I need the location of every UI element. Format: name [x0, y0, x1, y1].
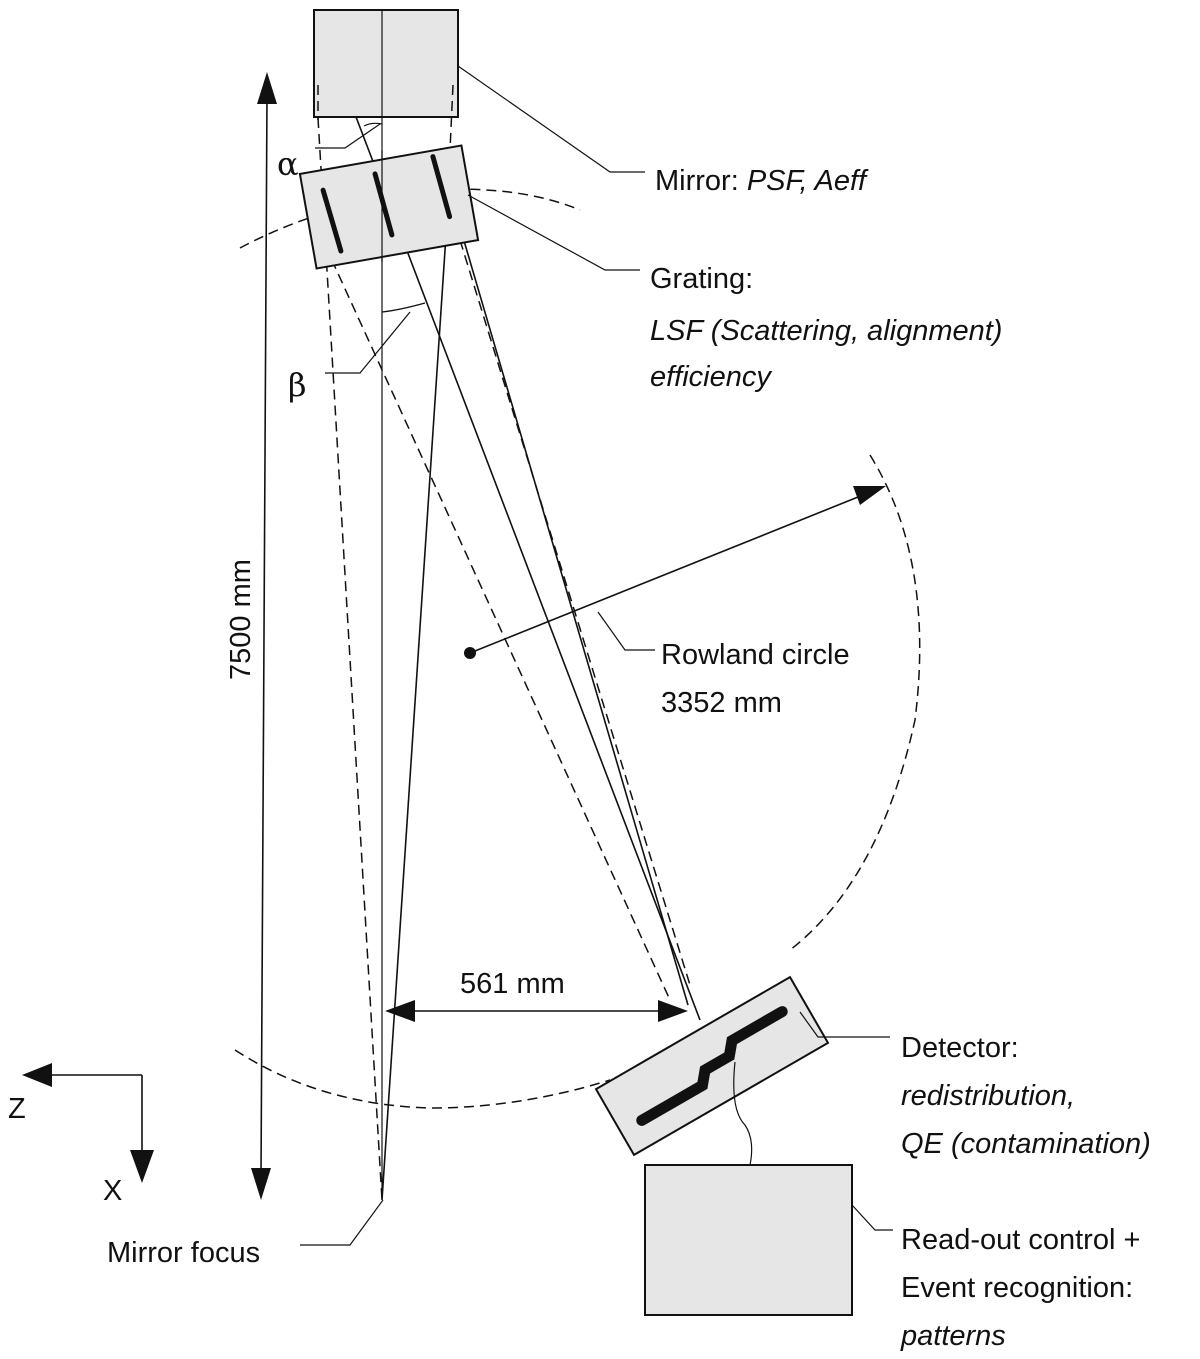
axis-x-arrowhead — [130, 1150, 154, 1183]
beta-leader — [325, 311, 411, 374]
grating-facet-1 — [320, 187, 344, 254]
detector-to-readout-cable — [733, 1061, 753, 1166]
diffracted-ray-solid — [454, 209, 689, 1006]
length-arrowhead-bottom — [251, 1168, 271, 1200]
length-dimension-line — [260, 94, 268, 1176]
axis-x-label: X — [103, 1175, 122, 1207]
readout-leader — [851, 1204, 893, 1231]
offset-arrowhead-right — [658, 1000, 688, 1022]
length-label: 7500 mm — [225, 559, 257, 680]
mirror-box — [313, 9, 459, 118]
grating-facet-2 — [372, 171, 395, 238]
detector-line-2: QE (contamination) — [901, 1128, 1151, 1160]
detector-box — [594, 975, 830, 1157]
focus-leader — [300, 1199, 384, 1246]
mirror-focus-label: Mirror focus — [107, 1237, 260, 1269]
detector-strip — [636, 1006, 788, 1126]
grating-leader — [467, 194, 640, 271]
mirror-ray-right-top — [449, 84, 454, 151]
readout-line-2: Event recognition: — [901, 1272, 1133, 1304]
beta-symbol: β — [288, 366, 307, 404]
alpha-leader — [315, 123, 381, 149]
readout-box — [644, 1164, 853, 1316]
rowland-radius-line — [469, 492, 869, 654]
rowland-radius-arrowhead — [853, 486, 886, 505]
detector-line-1: redistribution, — [901, 1080, 1075, 1112]
mirror-label: Mirror: PSF, Aeff — [655, 165, 869, 197]
length-arrowhead-top — [257, 72, 277, 104]
alpha-symbol: α — [277, 145, 299, 183]
grating-facet-3 — [430, 154, 453, 220]
grating-title: Grating: — [650, 263, 753, 295]
axis-z-arrowhead — [22, 1063, 52, 1087]
readout-line-1: Read-out control + — [901, 1224, 1140, 1256]
offset-arrowhead-left — [385, 1000, 415, 1022]
ray-right — [381, 174, 451, 1201]
beta-angle-arc — [381, 302, 426, 313]
axis-z-label: Z — [8, 1093, 26, 1125]
detector-title: Detector: — [901, 1032, 1019, 1064]
diffracted-ray-dash-2 — [459, 239, 691, 986]
detector-leader — [799, 1011, 890, 1038]
rowland-circle-lower-arc — [234, 1049, 611, 1109]
rowland-circle-main-arc — [789, 454, 921, 951]
rowland-line-1: Rowland circle — [661, 639, 850, 671]
rowland-leader — [597, 611, 655, 651]
diffracted-ray-dash-1 — [324, 244, 671, 1001]
readout-line-3: patterns — [900, 1320, 1006, 1352]
alpha-angle-arc — [363, 122, 383, 127]
rowland-line-2: 3352 mm — [661, 687, 782, 719]
mirror-leader — [457, 65, 645, 173]
grating-line-2: efficiency — [650, 361, 772, 393]
offset-label: 561 mm — [460, 968, 565, 1000]
ray-left — [317, 117, 383, 1201]
grating-line-1: LSF (Scattering, alignment) — [650, 315, 1002, 347]
grating-box — [298, 144, 480, 270]
